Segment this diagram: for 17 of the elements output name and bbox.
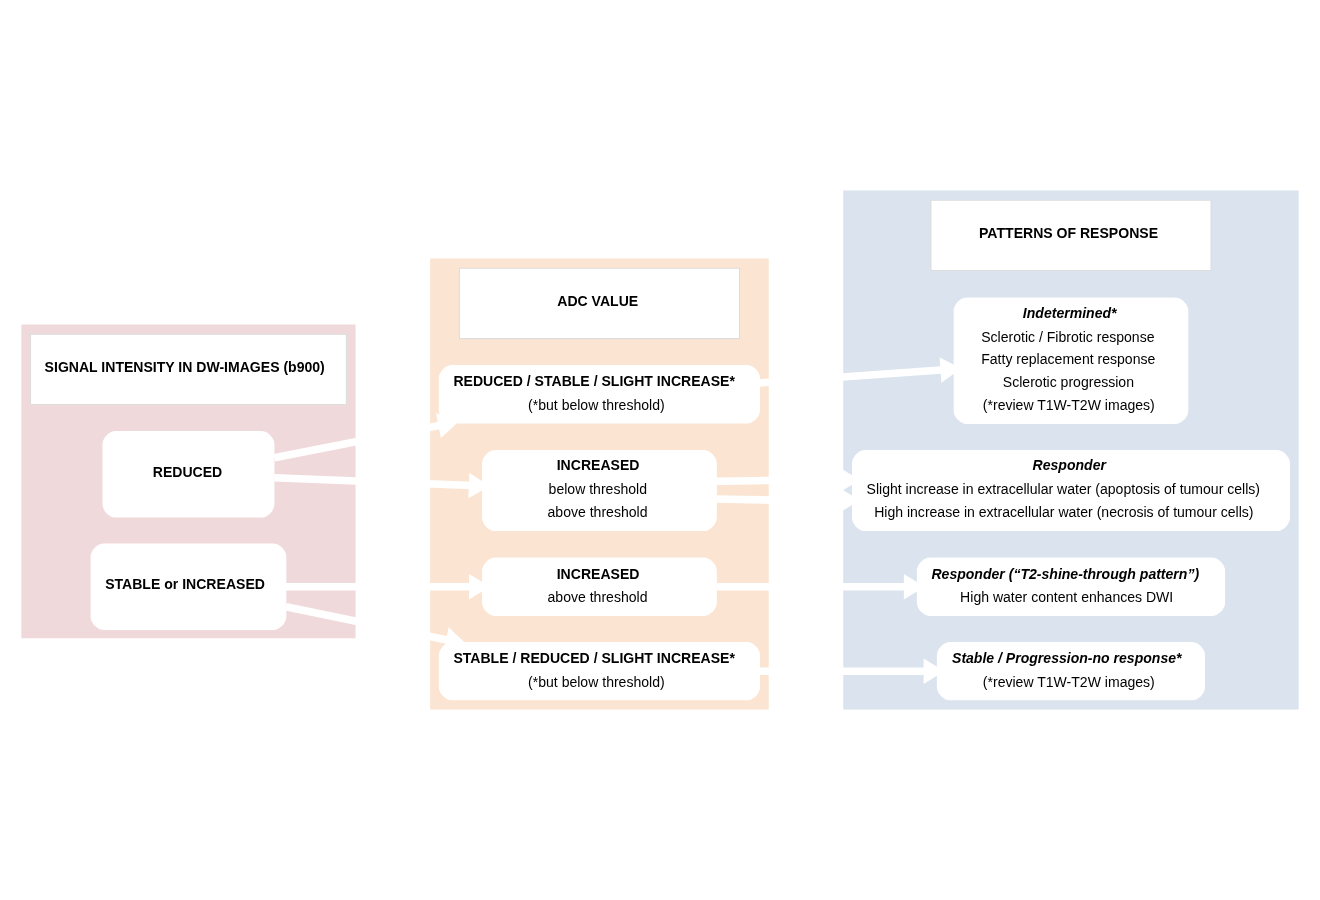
node-box: REDUCED — [102, 431, 275, 518]
node-box: Responder (“T2-shine-through pattern”) High water content enhances DWI — [916, 557, 1226, 616]
node-box: ADC VALUE — [458, 267, 741, 340]
arrow — [273, 413, 459, 462]
cluster — [21, 324, 356, 639]
node-box: STABLE or INCREASED — [90, 543, 287, 631]
cluster — [843, 190, 1299, 710]
cluster — [430, 258, 769, 710]
node-box: SIGNAL INTENSITY IN DW-IMAGES (b900) — [30, 333, 347, 406]
node-box: Stable / Progression-no response* (*review T1W-T2W images) — [936, 641, 1206, 701]
node-box: PATTERNS OF RESPONSE — [930, 199, 1212, 271]
node-box: INCREASED above threshold — [482, 557, 717, 616]
node-box: Indetermined* Sclerotic / Fibrotic response Fatty replacement response Sclerotic progression (*review T1W-T2W images) — [953, 297, 1189, 425]
node-box: REDUCED / STABLE / SLIGHT INCREASE* (*but below threshold) — [438, 365, 761, 424]
node-box: INCREASED below threshold above threshold — [482, 450, 717, 532]
node-box: STABLE / REDUCED / SLIGHT INCREASE* (*but below threshold) — [438, 641, 761, 701]
node-box: Responder Slight increase in extracellular water (apoptosis of tumour cells) High increase in extracellular water (necrosis of tumour cells) — [851, 450, 1290, 532]
